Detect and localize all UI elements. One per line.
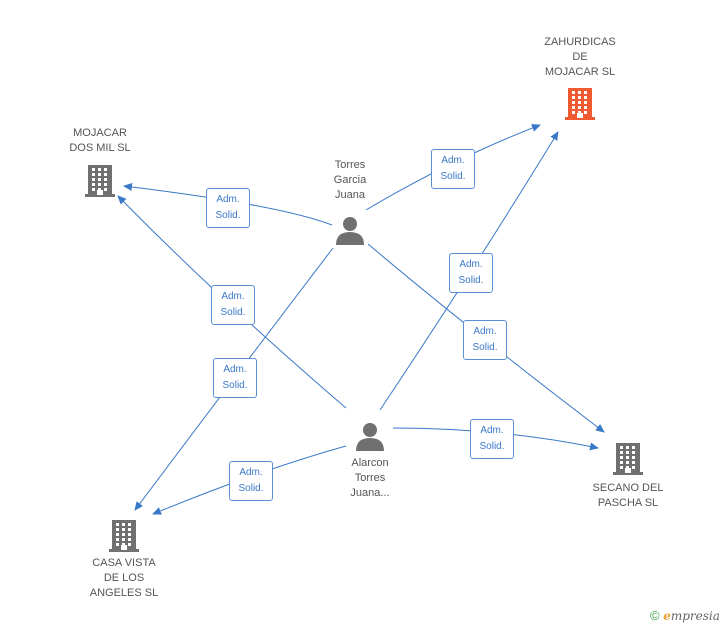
brand-logo[interactable]: empresia: [663, 609, 720, 623]
node-label-casa[interactable]: CASA VISTA DE LOS ANGELES SL: [89, 557, 159, 599]
person-icon-torres[interactable]: [335, 215, 365, 250]
person-icon-alarcon[interactable]: [355, 421, 385, 456]
footer-brand: © empresia: [650, 608, 720, 623]
node-label-alarcon[interactable]: Alarcon Torres Juana...: [350, 457, 390, 499]
edge-label-torres-secano[interactable]: Adm. Solid.: [463, 320, 507, 360]
edge-label-alarcon-zahurdicas[interactable]: Adm. Solid.: [449, 253, 493, 293]
edge-label-torres-zahurdicas[interactable]: Adm. Solid.: [431, 149, 475, 189]
building-icon-mojacar[interactable]: [85, 163, 115, 202]
edge-label-alarcon-secano[interactable]: Adm. Solid.: [470, 419, 514, 459]
node-label-mojacar[interactable]: MOJACAR DOS MIL SL: [69, 127, 131, 154]
node-label-zahurdicas[interactable]: ZAHURDICAS DE MOJACAR SL: [544, 36, 616, 78]
edge-label-alarcon-mojacar[interactable]: Adm. Solid.: [211, 285, 255, 325]
edge-label-alarcon-casa[interactable]: Adm. Solid.: [229, 461, 273, 501]
copyright-symbol: ©: [650, 608, 660, 623]
node-label-secano[interactable]: SECANO DEL PASCHA SL: [592, 482, 664, 509]
edge-label-torres-mojacar[interactable]: Adm. Solid.: [206, 188, 250, 228]
edge-torres-mojacar: [123, 182, 333, 226]
building-icon-secano[interactable]: [613, 441, 643, 480]
building-icon-casa[interactable]: [109, 518, 139, 557]
node-label-torres[interactable]: Torres Garcia Juana: [333, 159, 367, 201]
building-icon-zahurdicas[interactable]: [565, 86, 595, 125]
edge-label-torres-casa[interactable]: Adm. Solid.: [213, 358, 257, 398]
